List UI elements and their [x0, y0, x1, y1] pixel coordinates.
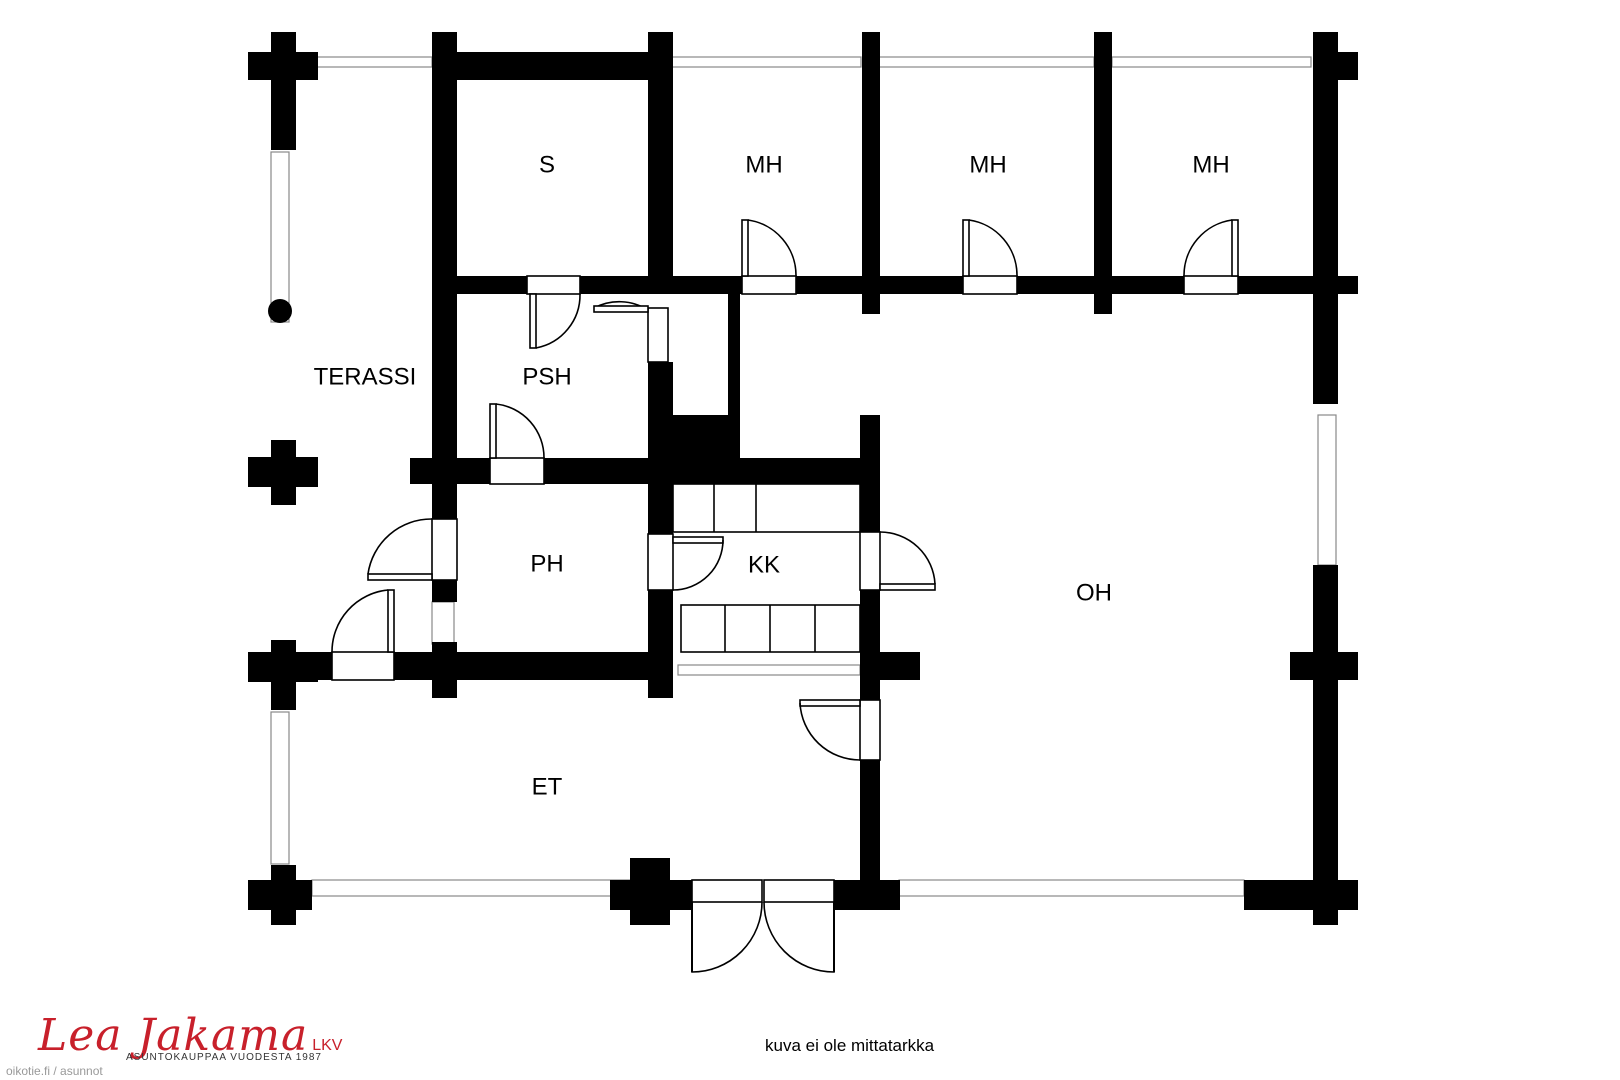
- room-label-mh-3: MH: [1192, 151, 1229, 178]
- logo-name: Lea Jakama: [38, 1010, 309, 1061]
- terrace-post: [268, 299, 292, 323]
- watermark: oikotie.fi / asunnot: [6, 1064, 103, 1078]
- room-label-oh: OH: [1076, 579, 1112, 606]
- room-label-mh-2: MH: [969, 151, 1006, 178]
- room-label-mh-1: MH: [745, 151, 782, 178]
- scale-note: kuva ei ole mittatarkka: [765, 1036, 935, 1055]
- logo-suffix: LKV: [312, 1037, 343, 1054]
- walls: [248, 32, 1358, 925]
- room-label-psh: PSH: [522, 363, 571, 390]
- room-label-et: ET: [532, 773, 563, 800]
- doors: [331, 219, 1239, 973]
- room-label-ph: PH: [530, 550, 563, 577]
- room-label-kk: KK: [748, 551, 780, 578]
- kitchen-cabinets: [672, 483, 861, 653]
- logo-tagline: ASUNTOKAUPPAA VUODESTA 1987: [126, 1052, 322, 1063]
- room-label-terassi: TERASSI: [314, 363, 417, 390]
- room-label-s: S: [539, 151, 555, 178]
- room-labels: S MH MH MH TERASSI PSH PH KK OH ET: [314, 151, 1230, 800]
